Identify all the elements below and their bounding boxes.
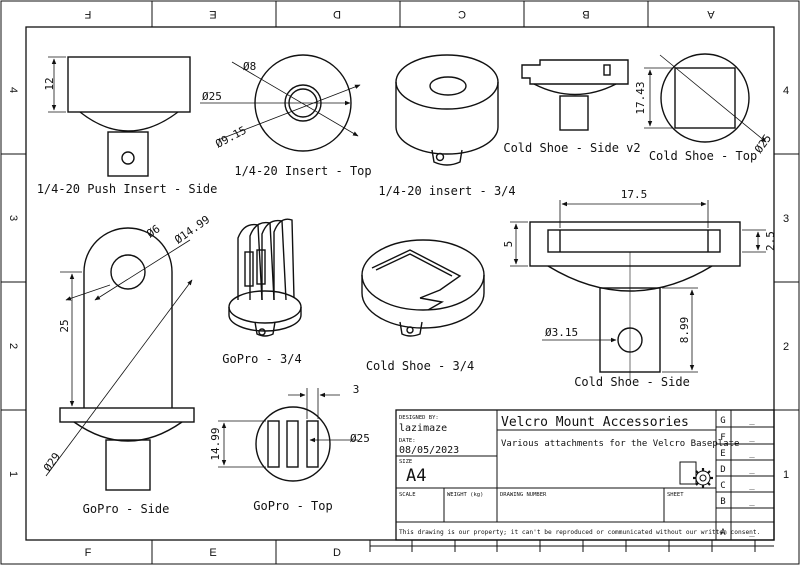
cold-shoe-side-d315-dim: Ø3.15 [545, 326, 578, 339]
view-cold-shoe-top [644, 53, 767, 143]
zone-top-b: B [582, 8, 589, 20]
insert-top-label: 1/4-20 Insert - Top [234, 164, 371, 178]
zone-bottom-e: E [209, 547, 216, 559]
revision-mark-b: _ [749, 497, 755, 507]
view-gopro-side [45, 227, 195, 491]
revision-mark-e: _ [749, 449, 755, 459]
zone-left-3: 3 [7, 215, 19, 221]
view-insert-34 [395, 54, 499, 166]
size-label: SIZE [399, 459, 412, 465]
view-push-insert-side [48, 56, 191, 177]
gopro-34-label: GoPro - 3/4 [222, 352, 301, 366]
insert-top-d8-dim: Ø8 [243, 60, 256, 73]
cold-shoe-side-v2-label: Cold Shoe - Side v2 [503, 141, 640, 155]
zone-top-f: F [84, 8, 91, 20]
push-insert-height-dim: 12 [43, 77, 56, 90]
cold-shoe-side-175-dim: 17.5 [621, 188, 648, 201]
scale-label: SCALE [399, 492, 416, 498]
gopro-top-3-dim: 3 [353, 383, 360, 396]
gopro-top-1499-dim: 14.99 [209, 427, 222, 460]
designed-by-label: DESIGNED BY: [399, 415, 439, 421]
revision-mark-c: _ [749, 481, 755, 491]
zone-labels: F E D C B A F E D 4 3 2 1 4 3 2 1 [7, 8, 789, 559]
zone-right-2: 2 [783, 341, 789, 353]
view-gopro-34 [228, 218, 302, 337]
revision-letter-c: C [720, 481, 725, 491]
cold-shoe-side-label: Cold Shoe - Side [574, 375, 690, 389]
cold-shoe-side-5-dim: 5 [502, 241, 515, 248]
zone-bottom-f: F [85, 547, 92, 559]
revision-letter-d: D [720, 465, 725, 475]
zone-right-4: 4 [783, 85, 789, 97]
date-value: 08/05/2023 [399, 445, 459, 456]
size-value: A4 [406, 466, 426, 486]
revision-mark-f: _ [749, 433, 755, 443]
revision-letter-b: B [720, 497, 725, 507]
zone-top-e: E [209, 8, 216, 20]
cold-shoe-top-label: Cold Shoe - Top [649, 149, 757, 163]
date-label: DATE: [399, 438, 416, 444]
revision-mark-a: _ [749, 528, 755, 538]
weight-label: WEIGHT (kg) [447, 492, 483, 498]
revision-mark-d: _ [749, 465, 755, 475]
revision-letter-f: F [720, 433, 725, 443]
cold-shoe-top-1743-dim: 17.43 [634, 81, 647, 114]
insert-top-d915-dim: Ø9.15 [213, 124, 248, 151]
gopro-top-label: GoPro - Top [253, 499, 332, 513]
push-insert-side-label: 1/4-20 Push Insert - Side [37, 182, 218, 196]
zone-bottom-d: D [333, 547, 341, 559]
revision-letter-e: E [720, 449, 725, 459]
gopro-top-d25-dim: Ø25 [350, 432, 370, 445]
insert-34-label: 1/4-20 insert - 3/4 [378, 184, 515, 198]
cold-shoe-34-label: Cold Shoe - 3/4 [366, 359, 474, 373]
cold-shoe-side-25-dim: 2.5 [764, 231, 777, 251]
view-cold-shoe-34 [361, 239, 485, 337]
copyright-notice: This drawing is our property; it can't b… [399, 529, 760, 536]
zone-top-d: D [333, 8, 341, 20]
gear-icon [693, 468, 713, 488]
insert-top-d25-dim: Ø25 [202, 90, 222, 103]
revision-letter-g: G [720, 416, 725, 426]
sheet-label: SHEET [667, 492, 684, 498]
gopro-side-d6-dim: Ø6 [144, 222, 162, 240]
zone-right-3: 3 [783, 213, 789, 225]
revision-mark-g: _ [749, 416, 755, 426]
revision-letter-a: A [720, 528, 726, 538]
zone-top-a: A [707, 8, 715, 20]
view-gopro-top [218, 388, 358, 482]
gopro-side-label: GoPro - Side [83, 502, 170, 516]
zone-left-1: 1 [7, 471, 19, 477]
designer-name: lazimaze [399, 423, 447, 434]
drawing-subtitle: Various attachments for the Velcro Basep… [501, 439, 739, 449]
cold-shoe-side-899-dim: 8.99 [678, 317, 691, 344]
zone-right-1: 1 [783, 469, 789, 481]
drawing-number-label: DRAWING NUMBER [500, 492, 547, 498]
zone-left-4: 4 [7, 87, 19, 93]
gopro-side-d1499-dim: Ø14.99 [172, 213, 212, 246]
view-cold-shoe-side [510, 200, 766, 380]
title-block [395, 409, 775, 541]
drawing-title: Velcro Mount Accessories [501, 415, 689, 430]
view-cold-shoe-side-v2 [521, 59, 629, 131]
gopro-side-25-dim: 25 [58, 319, 71, 332]
gopro-side-d29-dim: Ø29 [41, 450, 63, 474]
view-insert-top [200, 54, 361, 152]
zone-left-2: 2 [7, 343, 19, 349]
zone-top-c: C [458, 8, 466, 20]
